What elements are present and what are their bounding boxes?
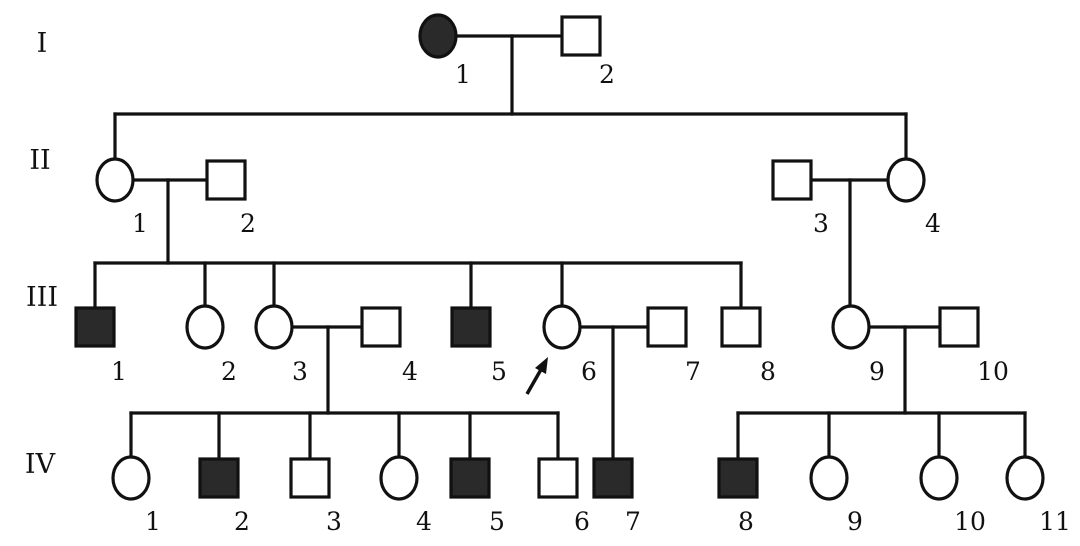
- symbol-female-unaffected-II-1: [95, 157, 135, 203]
- symbol-male-affected-III-5: [450, 306, 492, 348]
- individual-number-label: 8: [760, 357, 776, 386]
- individual-number-label: 1: [455, 60, 471, 89]
- individual-number-label: 4: [402, 357, 418, 386]
- individual-number-label: 2: [240, 209, 256, 238]
- symbol-male-unaffected-II-2: [205, 159, 247, 201]
- individual-number-label: 2: [599, 60, 615, 89]
- symbol-male-unaffected-IV-6: [537, 457, 579, 499]
- individual-number-label: 9: [847, 507, 863, 536]
- individual-number-label: 5: [489, 507, 505, 536]
- individual-number-label: 3: [292, 357, 308, 386]
- symbol-male-unaffected-III-10: [938, 306, 980, 348]
- generation-label-gen-4: IV: [25, 449, 56, 480]
- individual-number-label: 6: [581, 357, 597, 386]
- individual-number-label: 9: [869, 357, 885, 386]
- generation-label-gen-3: III: [26, 282, 58, 313]
- generation-label-gen-1: I: [37, 28, 48, 59]
- proband-arrow-icon: [525, 357, 548, 395]
- symbol-female-unaffected-II-4: [886, 157, 926, 203]
- symbol-male-affected-III-1: [74, 306, 116, 348]
- individual-number-label: 3: [813, 209, 829, 238]
- symbol-female-affected-I-1: [418, 13, 458, 59]
- individual-number-label: 1: [132, 209, 148, 238]
- symbol-male-unaffected-II-3: [771, 159, 813, 201]
- symbol-male-unaffected-III-4: [360, 306, 402, 348]
- individual-number-label: 1: [111, 357, 127, 386]
- individual-number-label: 7: [625, 507, 641, 536]
- symbol-female-unaffected-IV-1: [111, 455, 151, 501]
- individual-number-label: 10: [977, 357, 1009, 386]
- symbol-male-affected-IV-7: [592, 457, 634, 499]
- individual-number-label: 8: [738, 507, 754, 536]
- symbol-male-unaffected-IV-3: [289, 457, 331, 499]
- individual-number-label: 4: [416, 507, 432, 536]
- proband-arrow-head: [535, 357, 548, 374]
- relationship-lines: [93, 34, 1027, 461]
- individual-symbols: [74, 13, 1045, 501]
- symbol-female-unaffected-IV-10: [919, 455, 959, 501]
- symbol-female-unaffected-III-6: [542, 304, 582, 350]
- individual-number-label: 6: [574, 507, 590, 536]
- individual-number-label: 1: [145, 507, 161, 536]
- symbol-female-unaffected-III-9: [831, 304, 871, 350]
- generation-label-gen-2: II: [29, 145, 50, 176]
- symbol-male-unaffected-III-8: [720, 306, 762, 348]
- individual-number-label: 5: [491, 357, 507, 386]
- symbol-male-affected-IV-8: [717, 457, 759, 499]
- individual-number-label: 3: [326, 507, 342, 536]
- individual-number-label: 4: [925, 209, 941, 238]
- symbol-male-affected-IV-2: [198, 457, 240, 499]
- symbol-female-unaffected-IV-11: [1005, 455, 1045, 501]
- individual-number-label: 10: [954, 507, 986, 536]
- individual-number-label: 7: [685, 357, 701, 386]
- individual-number-label: 2: [234, 507, 250, 536]
- symbol-female-unaffected-IV-9: [809, 455, 849, 501]
- symbol-male-affected-IV-5: [449, 457, 491, 499]
- symbol-male-unaffected-I-2: [560, 15, 602, 57]
- symbol-female-unaffected-III-2: [185, 304, 225, 350]
- symbol-male-unaffected-III-7: [646, 306, 688, 348]
- labels-layer: 1 2 1 2 3 4 1 2 3 4 5 6 7 8 9 10 1 2 3 4 5 6 7 8 9 10 11: [111, 60, 1071, 536]
- symbol-female-unaffected-III-3: [254, 304, 294, 350]
- individual-number-label: 2: [221, 357, 237, 386]
- symbol-female-unaffected-IV-4: [379, 455, 419, 501]
- individual-number-label: 11: [1039, 507, 1071, 536]
